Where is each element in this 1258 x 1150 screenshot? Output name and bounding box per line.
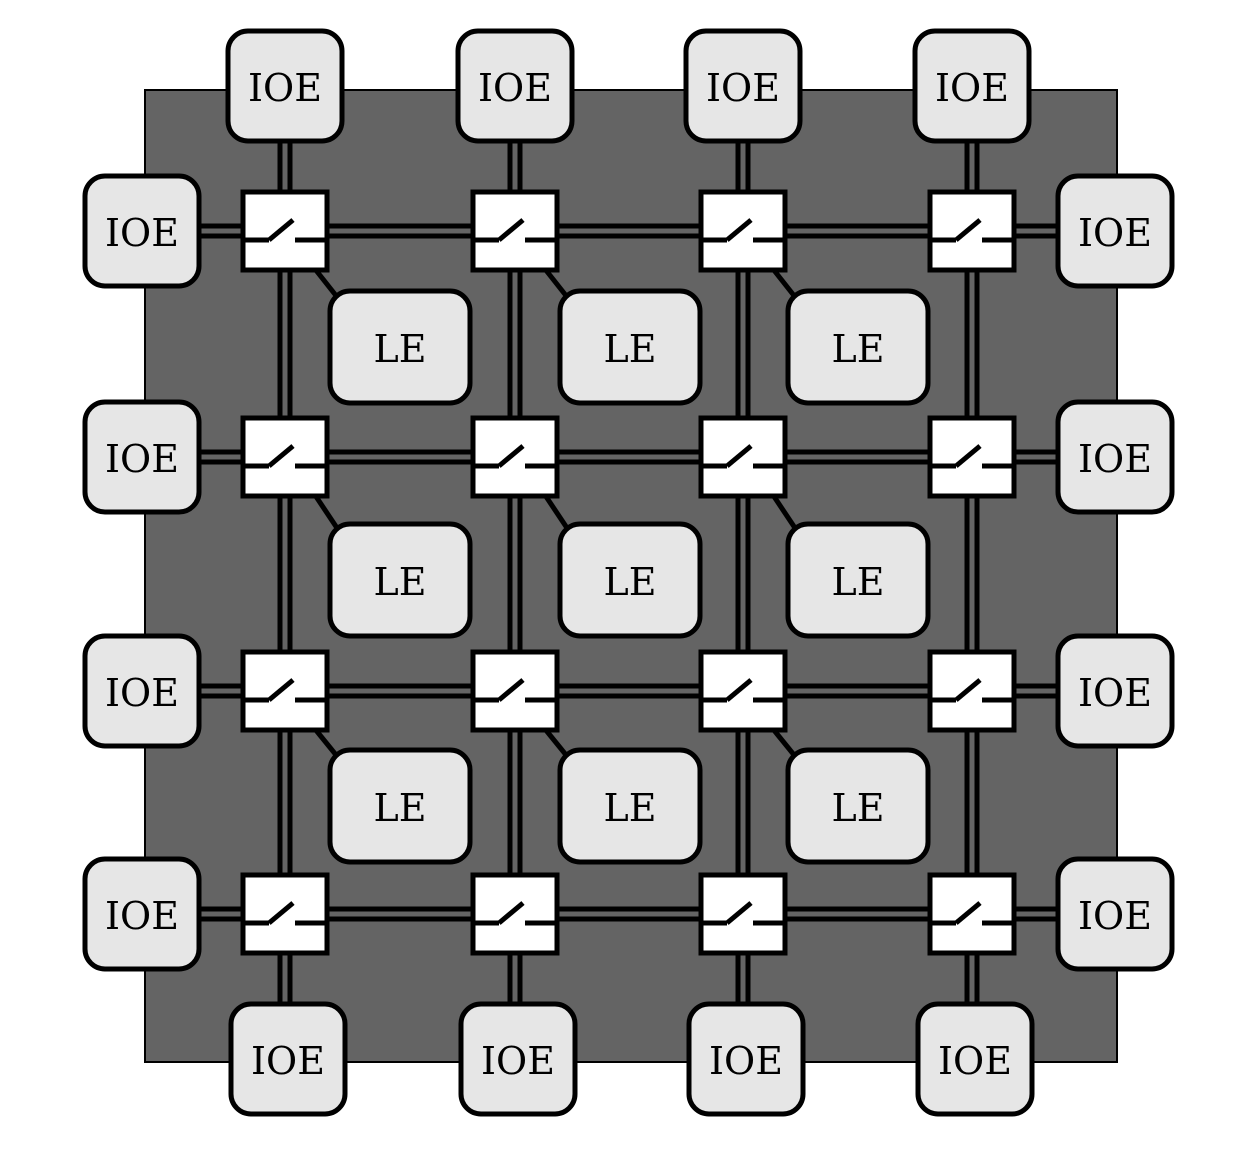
io-element-bottom: IOE [458, 1001, 578, 1117]
io-element-top-label: IOE [478, 66, 552, 110]
switch-box [240, 649, 330, 733]
switch-box [240, 415, 330, 499]
switch-box [470, 415, 560, 499]
io-element-left: IOE [82, 856, 202, 972]
io-element-bottom-label: IOE [481, 1039, 555, 1083]
io-element-bottom-label: IOE [709, 1039, 783, 1083]
io-element-right: IOE [1055, 633, 1175, 749]
io-element-top: IOE [455, 28, 575, 144]
io-element-bottom: IOE [686, 1001, 806, 1117]
io-element-top: IOE [225, 28, 345, 144]
switch-icon [703, 901, 783, 926]
switch-icon [475, 218, 555, 243]
switch-icon [932, 678, 1012, 703]
logic-element: LE [785, 521, 931, 639]
logic-element: LE [557, 747, 703, 865]
logic-element-label: LE [374, 327, 427, 371]
io-element-left-label: IOE [105, 211, 179, 255]
switch-icon [703, 678, 783, 703]
logic-element-label: LE [832, 327, 885, 371]
switch-box [927, 872, 1017, 956]
io-element-right-label: IOE [1078, 437, 1152, 481]
switch-icon [245, 901, 325, 926]
switch-icon [475, 444, 555, 469]
io-element-top: IOE [912, 28, 1032, 144]
switch-box [927, 649, 1017, 733]
io-element-bottom: IOE [915, 1001, 1035, 1117]
io-element-bottom-label: IOE [251, 1039, 325, 1083]
logic-element-label: LE [604, 786, 657, 830]
logic-element-label: LE [832, 560, 885, 604]
io-element-right: IOE [1055, 856, 1175, 972]
blocks: LE LE LE LE LE LE LE LE LE IOE IOE IOE IOE IOE IOE IOE I… [82, 28, 1175, 1117]
switch-box [698, 649, 788, 733]
switch-box [470, 649, 560, 733]
io-element-left: IOE [82, 633, 202, 749]
switch-box [927, 189, 1017, 273]
logic-element-label: LE [374, 786, 427, 830]
logic-element-label: LE [832, 786, 885, 830]
switch-box [240, 872, 330, 956]
logic-element: LE [327, 288, 473, 406]
io-element-top-label: IOE [706, 66, 780, 110]
logic-element: LE [327, 747, 473, 865]
switch-box [470, 189, 560, 273]
switch-box [698, 189, 788, 273]
switch-icon [475, 678, 555, 703]
switch-icon [932, 444, 1012, 469]
switch-icon [245, 678, 325, 703]
io-element-right: IOE [1055, 399, 1175, 515]
io-element-top-label: IOE [935, 66, 1009, 110]
io-element-top: IOE [683, 28, 803, 144]
switch-icon [703, 218, 783, 243]
logic-element: LE [327, 521, 473, 639]
io-element-left: IOE [82, 399, 202, 515]
logic-element: LE [785, 288, 931, 406]
io-element-left-label: IOE [105, 671, 179, 715]
io-element-right-label: IOE [1078, 671, 1152, 715]
io-element-right: IOE [1055, 173, 1175, 289]
switch-icon [245, 444, 325, 469]
io-element-top-label: IOE [248, 66, 322, 110]
switch-icon [932, 901, 1012, 926]
switch-box [698, 415, 788, 499]
switch-icon [932, 218, 1012, 243]
logic-element-label: LE [604, 327, 657, 371]
switch-box [698, 872, 788, 956]
logic-element-label: LE [604, 560, 657, 604]
io-element-left-label: IOE [105, 894, 179, 938]
logic-element-label: LE [374, 560, 427, 604]
logic-element: LE [557, 288, 703, 406]
switch-box [470, 872, 560, 956]
switch-box [240, 189, 330, 273]
io-element-bottom: IOE [228, 1001, 348, 1117]
switch-icon [245, 218, 325, 243]
io-element-bottom-label: IOE [938, 1039, 1012, 1083]
switch-icon [703, 444, 783, 469]
io-element-left: IOE [82, 173, 202, 289]
switch-box [927, 415, 1017, 499]
logic-element: LE [557, 521, 703, 639]
switch-icon [475, 901, 555, 926]
io-element-right-label: IOE [1078, 211, 1152, 255]
logic-element: LE [785, 747, 931, 865]
io-element-right-label: IOE [1078, 894, 1152, 938]
io-element-left-label: IOE [105, 437, 179, 481]
